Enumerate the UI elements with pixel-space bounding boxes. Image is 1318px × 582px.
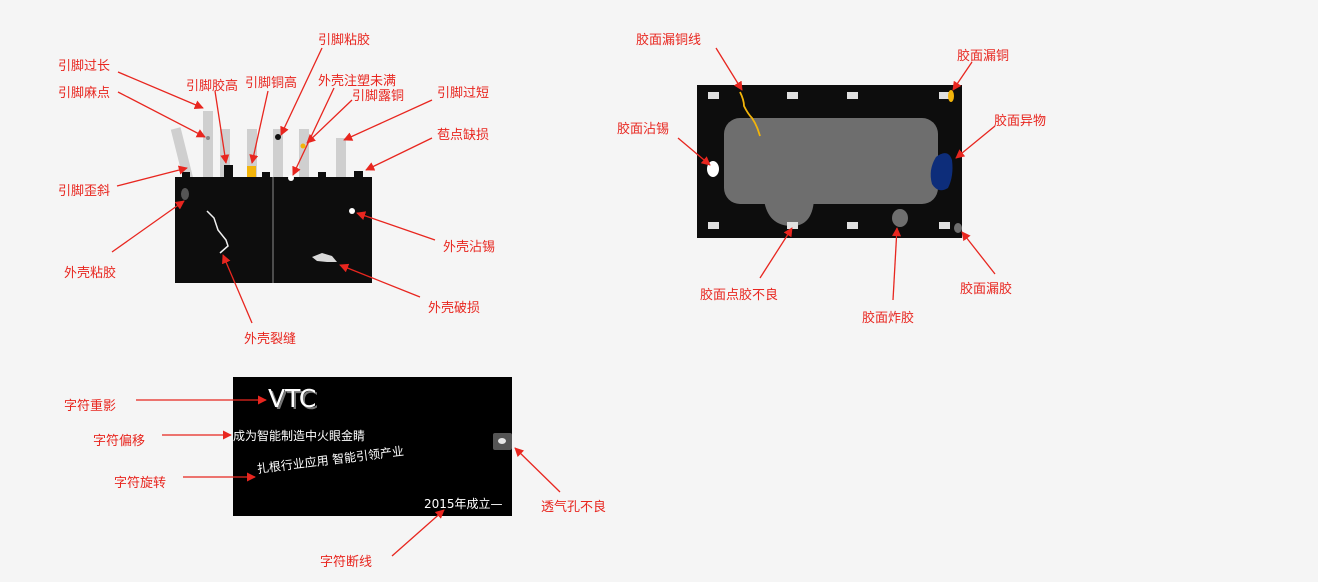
pad	[939, 222, 950, 229]
copper-leak-spot	[948, 90, 954, 102]
pin	[299, 129, 309, 179]
label-pin-sticky-glue: 引脚粘胶	[318, 33, 371, 48]
character-panel	[136, 377, 561, 557]
arrow	[961, 231, 996, 275]
label-shell-sticky-glue: 外壳粘胶	[64, 266, 117, 281]
label-glue-leak-copper: 胶面漏铜	[957, 49, 1010, 64]
pad	[224, 165, 233, 177]
pin-short	[336, 138, 346, 179]
pin	[273, 129, 283, 179]
label-pin-exposed-copper: 引脚露铜	[352, 89, 405, 104]
pad	[708, 92, 719, 99]
arrow	[514, 447, 561, 493]
arrow	[117, 91, 206, 138]
pin-glue-dot	[275, 134, 281, 140]
board-line-offset: 成为智能制造中火眼金睛	[233, 429, 366, 443]
board-logo-ghost: VTC	[270, 386, 319, 415]
arrow	[306, 99, 353, 144]
pad	[262, 172, 270, 180]
label-char-offset: 字符偏移	[93, 434, 146, 449]
label-shell-tin: 外壳沾锡	[443, 240, 496, 255]
arrow	[343, 99, 433, 141]
label-pin-too-long: 引脚过长	[58, 59, 111, 74]
marking-board	[233, 377, 512, 516]
arrow	[677, 137, 711, 166]
pad-missing	[354, 171, 363, 180]
label-shell-damage: 外壳破损	[428, 301, 481, 316]
shell-glue-blob	[181, 188, 189, 200]
foreign-object	[930, 153, 953, 191]
glue-leak-spot	[954, 223, 962, 233]
arrow	[955, 125, 996, 159]
label-pad-missing: 苞点缺损	[437, 128, 490, 143]
label-glue-foreign: 胶面异物	[994, 114, 1047, 129]
label-shell-molding-short: 外壳注塑未满	[318, 74, 397, 89]
pad	[182, 172, 190, 180]
arrow	[111, 200, 185, 253]
arrow	[280, 47, 323, 136]
arrow	[365, 137, 433, 171]
component-panel	[111, 47, 436, 324]
label-pin-copper-high: 引脚铜高	[245, 76, 298, 91]
label-pin-glue-high: 引脚胶高	[186, 79, 239, 94]
arrow	[892, 227, 902, 301]
arrow	[117, 71, 204, 109]
pin-copper	[247, 166, 256, 177]
label-char-ghost: 字符重影	[64, 399, 117, 414]
arrow	[292, 87, 335, 176]
glue-dispense-bulge	[764, 200, 814, 226]
pin-exposed-copper-dot	[300, 143, 306, 149]
shell-crack	[206, 210, 229, 254]
pad	[708, 222, 719, 229]
shell-damage-mark	[312, 253, 337, 262]
label-glue-dispense-bad: 胶面点胶不良	[700, 288, 779, 303]
pad	[939, 92, 950, 99]
board-logo: VTC	[268, 384, 317, 413]
label-pin-pitting: 引脚麻点	[58, 86, 111, 101]
molding-short-mark	[288, 175, 294, 181]
label-glue-leak: 胶面漏胶	[960, 282, 1013, 297]
label-glue-tin: 胶面沾锡	[617, 122, 670, 137]
glue-area	[724, 118, 938, 204]
vent-hole-center	[498, 438, 506, 444]
arrow	[249, 90, 269, 164]
pin	[247, 129, 257, 179]
arrow	[391, 509, 445, 557]
label-char-rotate: 字符旋转	[114, 476, 167, 491]
arrow	[116, 165, 188, 187]
label-pin-too-short: 引脚过短	[437, 86, 490, 101]
shell-tin-dot	[349, 208, 355, 214]
pad	[847, 222, 858, 229]
label-glue-leak-copper-wire: 胶面漏铜线	[636, 33, 702, 48]
label-char-break: 字符断线	[320, 555, 373, 570]
pin-long	[203, 111, 213, 179]
label-glue-burst: 胶面炸胶	[862, 311, 915, 326]
pad	[787, 92, 798, 99]
arrow	[222, 254, 253, 324]
pad	[787, 222, 798, 229]
arrow	[339, 263, 421, 298]
pad	[847, 92, 858, 99]
arrow	[952, 61, 973, 91]
label-vent-bad: 透气孔不良	[541, 500, 607, 515]
arrow	[715, 47, 743, 91]
board-line-broken: 2015年成立—	[424, 497, 503, 511]
label-shell-crack: 外壳裂缝	[244, 332, 297, 347]
arrow	[214, 90, 230, 164]
pin-pitting-dot	[206, 136, 210, 140]
label-pin-skew: 引脚歪斜	[58, 184, 111, 199]
copper-wire	[739, 91, 761, 137]
glue-surface-panel	[677, 47, 996, 301]
pad	[318, 172, 326, 180]
arrow	[759, 227, 793, 279]
burst-glue-spot	[892, 209, 908, 227]
arrow	[356, 211, 436, 241]
